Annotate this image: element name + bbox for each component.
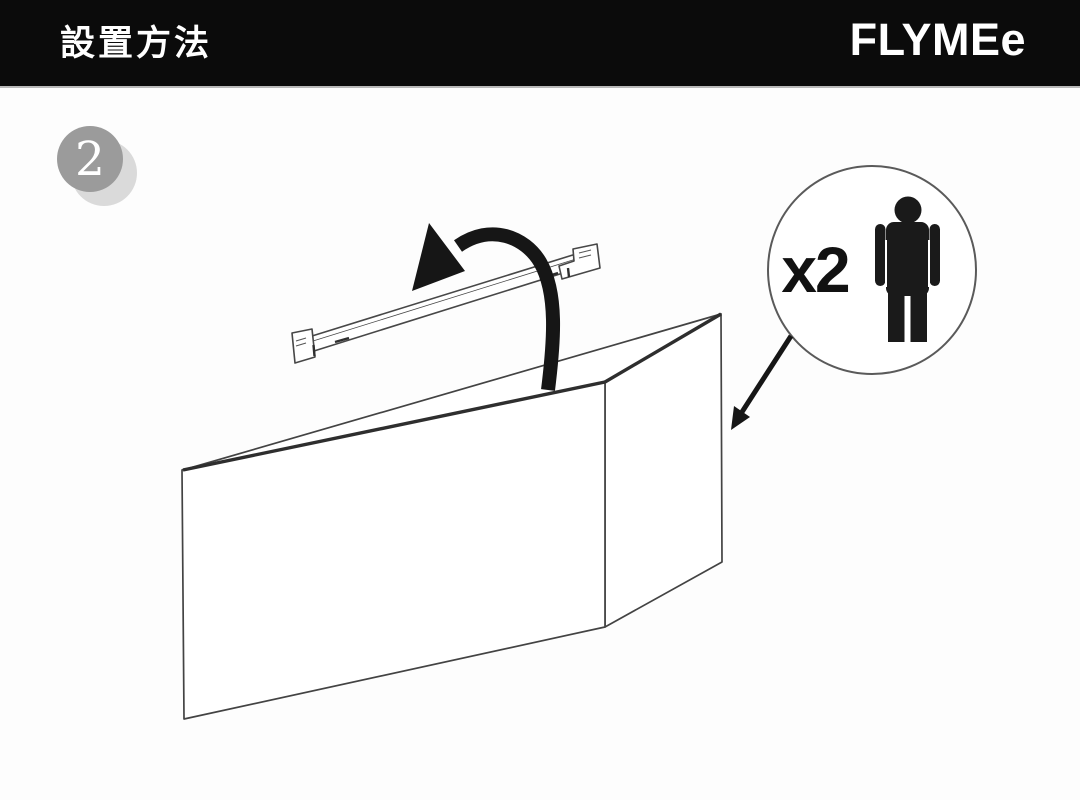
pointer-arrow-icon (731, 334, 794, 430)
mounting-bracket (291, 243, 601, 364)
header-bar: 設置方法 FLYMEe (0, 0, 1080, 88)
cabinet-front-face (181, 381, 606, 720)
person-icon (875, 196, 940, 342)
page-title: 設置方法 (60, 23, 213, 63)
flip-rotate-arrow-icon (412, 223, 561, 391)
cabinet-body (181, 312, 723, 720)
bracket-left-tab (291, 328, 316, 364)
people-required-circle: x2 (731, 165, 977, 430)
step-number-badge: 2 (57, 126, 123, 192)
brand-logo: FLYMEe (849, 14, 1026, 65)
people-count-label: x2 (781, 234, 849, 306)
